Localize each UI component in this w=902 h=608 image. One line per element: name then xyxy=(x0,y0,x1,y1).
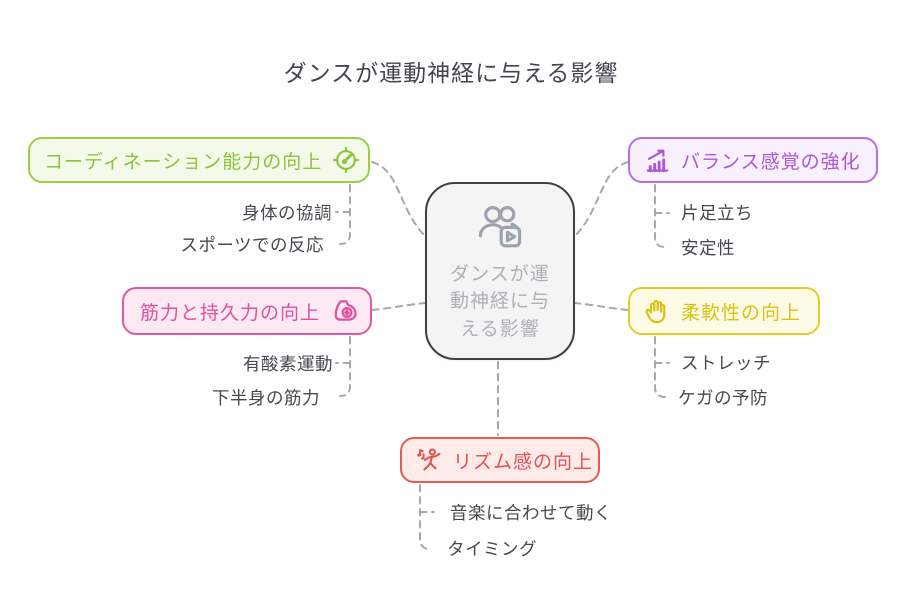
connector-strength-center xyxy=(371,302,426,311)
leaf-rhythm-2[interactable]: タイミング xyxy=(447,539,537,559)
branch-label-strength: 筋力と持久力の向上 xyxy=(140,302,321,324)
leaf-coordination-1[interactable]: 身体の協調 xyxy=(242,203,332,223)
dancer-music-icon xyxy=(417,447,441,470)
leaf-balance-1[interactable]: 片足立ち xyxy=(681,203,753,223)
connector-flexibility-center xyxy=(574,302,629,311)
connector-balance-center xyxy=(574,161,629,237)
branch-node-coordination[interactable]: コーディネーション能力の向上 xyxy=(28,137,370,183)
branch-node-balance[interactable]: バランス感覚の強化 xyxy=(628,137,878,183)
branch-label-rhythm: リズム感の向上 xyxy=(453,451,594,473)
center-node[interactable]: ダンスが運動神経に与える影響 xyxy=(425,182,575,360)
bicep-icon xyxy=(334,300,357,321)
leaf-coordination-2[interactable]: スポーツでの反応 xyxy=(180,235,324,255)
connector-rhythm-items xyxy=(419,484,431,550)
connector-flexibility-items xyxy=(654,336,666,398)
leaf-rhythm-1[interactable]: 音楽に合わせて動く xyxy=(450,503,612,523)
connector-coordination-items xyxy=(339,184,351,245)
branch-label-flexibility: 柔軟性の向上 xyxy=(681,302,802,324)
chart-up-icon xyxy=(646,149,669,172)
branch-label-balance: バランス感覚の強化 xyxy=(681,151,861,173)
branch-node-strength[interactable]: 筋力と持久力の向上 xyxy=(122,287,372,335)
branch-node-rhythm[interactable]: リズム感の向上 xyxy=(400,437,600,483)
gauge-target-icon xyxy=(333,146,360,174)
leaf-strength-1[interactable]: 有酸素運動 xyxy=(243,354,333,374)
center-node-label: ダンスが運動神経に与える影響 xyxy=(449,263,550,340)
branch-label-coordination: コーディネーション能力の向上 xyxy=(44,151,323,173)
connector-strength-items xyxy=(339,336,351,397)
branch-node-flexibility[interactable]: 柔軟性の向上 xyxy=(628,287,820,335)
leaf-strength-2[interactable]: 下半身の筋力 xyxy=(212,388,320,408)
leaf-balance-2[interactable]: 安定性 xyxy=(681,238,735,258)
hand-icon xyxy=(645,299,666,323)
connector-balance-items xyxy=(654,184,666,248)
connector-coordination-center xyxy=(371,161,426,237)
leaf-flexibility-2[interactable]: ケガの予防 xyxy=(678,388,768,408)
page-title: ダンスが運動神経に与える影響 xyxy=(283,60,619,86)
people-video-icon xyxy=(478,205,522,248)
leaf-flexibility-1[interactable]: ストレッチ xyxy=(681,353,771,373)
